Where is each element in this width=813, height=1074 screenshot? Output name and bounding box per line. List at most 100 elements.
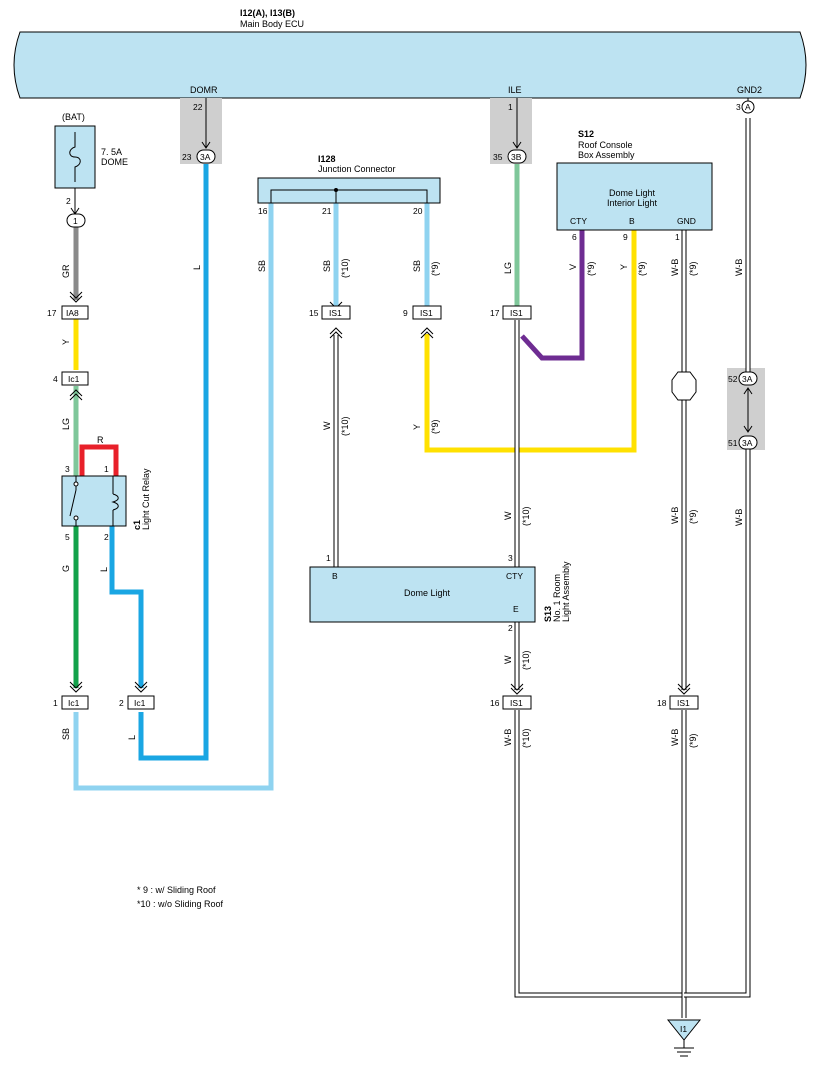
svg-text:SB: SB [61,728,71,740]
svg-text:(*10): (*10) [521,650,531,670]
svg-text:2: 2 [508,623,513,633]
svg-text:SB: SB [322,260,332,272]
wire-sb-junction [73,203,274,791]
ground-i1: I1 [666,1019,702,1057]
svg-text:9: 9 [623,232,628,242]
svg-text:(*9): (*9) [688,733,698,748]
svg-text:LG: LG [503,262,513,274]
pin-domr: 22 [193,102,203,112]
svg-text:Y: Y [619,264,629,270]
svg-text:2: 2 [119,698,124,708]
fuse-name: DOME [101,157,128,167]
fuse-rating: 7. 5A [101,147,122,157]
svg-text:23: 23 [182,152,192,162]
wire-labels: GR Y LG R G L SB L L SB SB (*10) SB (*9)… [61,258,744,748]
fuse-source: (BAT) [62,112,85,122]
ecu-ref: I12(A), I13(B) [240,8,295,18]
connector-3b-top: 3B 35 [493,149,527,164]
svg-text:R: R [97,435,104,445]
svg-text:L: L [127,735,137,740]
svg-text:9: 9 [403,308,408,318]
connector-a-gnd: A [741,100,755,114]
svg-text:Ic1: Ic1 [68,698,80,708]
svg-text:(*9): (*9) [688,509,698,524]
svg-text:(*10): (*10) [521,506,531,526]
svg-text:2: 2 [66,196,71,206]
svg-text:W-B: W-B [503,729,513,746]
svg-text:Light Assembly: Light Assembly [561,561,571,622]
svg-text:L: L [99,567,109,572]
connector-3a-top: 3A 23 [182,149,216,164]
connector-ic1-a: Ic1 4 [53,371,89,401]
svg-text:SB: SB [412,260,422,272]
s12-name-1: Roof Console [578,140,633,150]
relay-name: Light Cut Relay [141,468,151,530]
svg-text:(*10): (*10) [340,258,350,278]
connector-is1-15: IS1 15 [309,301,351,339]
connector-is1-17: IS1 17 [490,305,532,320]
wire-l-domr [138,164,209,761]
svg-text:IS1: IS1 [510,308,523,318]
svg-text:IS1: IS1 [420,308,433,318]
svg-text:W: W [322,421,332,430]
svg-text:L: L [192,265,202,270]
s13-title: Dome Light [404,588,451,598]
wire-r [79,444,119,476]
svg-text:GR: GR [61,264,71,278]
svg-text:B: B [332,571,338,581]
svg-text:Ic1: Ic1 [68,374,80,384]
svg-text:(*10): (*10) [340,416,350,436]
pin-gnd2: 3 [736,102,741,112]
roof-console-box-s12: S12 Roof Console Box Assembly Dome Light… [556,129,713,242]
svg-text:(*9): (*9) [688,261,698,276]
s12-name-2: Box Assembly [578,150,635,160]
svg-text:1: 1 [53,698,58,708]
svg-text:W-B: W-B [670,507,680,524]
svg-text:20: 20 [413,206,423,216]
terminal-ile: ILE [508,85,522,95]
svg-text:GND: GND [677,216,696,226]
svg-text:1: 1 [73,216,78,226]
svg-text:B: B [629,216,635,226]
svg-text:5: 5 [65,532,70,542]
svg-text:3: 3 [65,464,70,474]
svg-text:IA8: IA8 [66,308,79,318]
svg-text:17: 17 [490,308,500,318]
svg-text:S13: S13 [543,606,553,622]
pin-ile: 1 [508,102,513,112]
terminal-gnd2: GND2 [737,85,762,95]
svg-text:(*10): (*10) [521,728,531,748]
svg-text:4: 4 [53,374,58,384]
svg-text:W: W [503,655,513,664]
connector-3a-51: 3A 51 [728,425,758,450]
s12-title-1: Dome Light [609,188,656,198]
wire-v [520,230,585,361]
connector-ia8: IA8 17 [47,291,89,320]
svg-text:6: 6 [572,232,577,242]
svg-text:21: 21 [322,206,332,216]
svg-text:Y: Y [412,424,422,430]
junction-ref: I128 [318,154,336,164]
svg-text:W-B: W-B [670,259,680,276]
svg-text:W-B: W-B [734,509,744,526]
connector-is1-9: IS1 9 [403,305,442,339]
connector-1: 1 [66,213,86,228]
svg-text:(*9): (*9) [586,261,596,276]
svg-text:LG: LG [61,418,71,430]
white-wires [333,118,751,1018]
wire-l-relay [109,522,144,688]
junction-connector-i128: I128 Junction Connector 16 21 20 [257,154,441,216]
svg-text:16: 16 [258,206,268,216]
svg-text:V: V [568,264,578,270]
svg-text:E: E [513,604,519,614]
svg-text:IS1: IS1 [510,698,523,708]
svg-text:2: 2 [104,532,109,542]
svg-text:(*9): (*9) [637,261,647,276]
connector-ic1-c: Ic1 2 [119,681,155,710]
svg-text:IS1: IS1 [677,698,690,708]
fuse-dome: (BAT) 7. 5A DOME 2 [54,112,128,215]
svg-text:(*9): (*9) [430,419,440,434]
svg-text:CTY: CTY [506,571,523,581]
svg-text:17: 17 [47,308,57,318]
